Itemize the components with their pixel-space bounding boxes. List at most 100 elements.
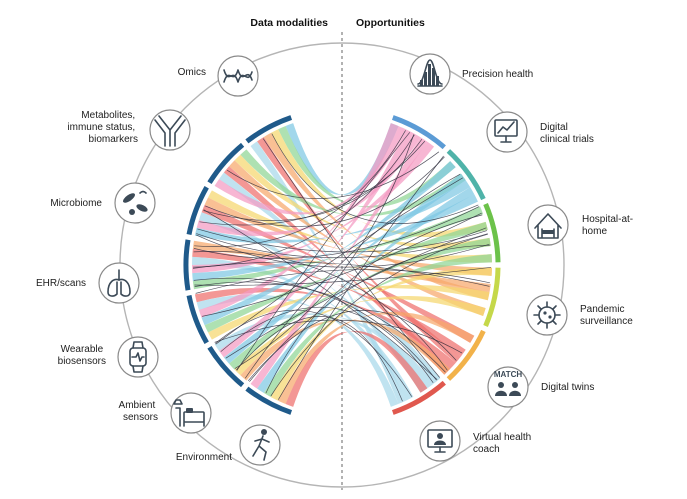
opportunity-arc-segment bbox=[446, 149, 486, 201]
modality-arc-segment bbox=[186, 186, 209, 236]
chord-line bbox=[220, 306, 434, 383]
label-metabolites: Metabolites, immune status, biomarkers bbox=[67, 110, 138, 145]
chord-band bbox=[223, 173, 466, 364]
virus-icon bbox=[533, 301, 561, 329]
chord-line bbox=[277, 155, 444, 400]
wearable-node-circle bbox=[117, 336, 159, 378]
label-twins: Digital twins bbox=[541, 382, 594, 393]
header-data-modalities: Data modalities bbox=[250, 17, 328, 29]
chord-band bbox=[278, 311, 475, 404]
monitor-chart-icon bbox=[494, 119, 518, 143]
modality-arcs bbox=[183, 115, 293, 415]
chord-line bbox=[193, 206, 480, 259]
chord-line bbox=[265, 214, 483, 394]
bed-lamp-icon bbox=[173, 399, 205, 427]
match-badge: MATCH bbox=[494, 370, 523, 379]
node-ehr: EHR/scans bbox=[36, 262, 140, 304]
chord-band bbox=[201, 161, 456, 326]
node-metabolites: Metabolites, immune status, biomarkers bbox=[67, 109, 191, 151]
node-coach: Virtual health coach bbox=[419, 420, 534, 462]
chord-line bbox=[196, 233, 488, 259]
node-pandemic: Pandemic surveillance bbox=[526, 294, 633, 336]
chord-band bbox=[250, 137, 428, 389]
chord-line bbox=[270, 233, 488, 397]
label-pandemic: Pandemic surveillance bbox=[580, 304, 633, 327]
node-hospital: Hospital-at- home bbox=[527, 204, 633, 246]
chord-band bbox=[250, 141, 407, 404]
label-microbiome: Microbiome bbox=[50, 198, 102, 209]
chord-line bbox=[194, 130, 406, 247]
label-precision: Precision health bbox=[462, 69, 533, 80]
node-precision: Precision health bbox=[409, 53, 533, 95]
chord-line bbox=[271, 133, 479, 224]
chord-line bbox=[193, 277, 437, 381]
opportunity-arc-segment bbox=[483, 203, 501, 263]
chord-lines bbox=[192, 130, 492, 402]
label-ehr: EHR/scans bbox=[36, 278, 86, 289]
node-twins: MATCH Digital twins bbox=[487, 366, 594, 408]
chord-line bbox=[194, 281, 446, 373]
modality-arc-segment bbox=[183, 239, 191, 291]
node-microbiome: Microbiome bbox=[50, 182, 156, 224]
chord-band bbox=[192, 194, 478, 282]
chord-line bbox=[226, 151, 440, 199]
chord-band bbox=[240, 149, 466, 217]
chord-line bbox=[262, 138, 440, 378]
opportunity-arc-segment bbox=[446, 329, 486, 381]
dna-icon bbox=[223, 69, 253, 83]
chord-line bbox=[192, 134, 415, 268]
node-environment: Environment bbox=[176, 424, 281, 466]
label-ambient: Ambient sensors bbox=[119, 400, 158, 423]
label-trials: Digital clinical trials bbox=[540, 122, 594, 145]
node-omics: Omics bbox=[178, 55, 259, 97]
chord-line bbox=[247, 310, 457, 382]
chord-line bbox=[215, 310, 413, 397]
label-omics: Omics bbox=[178, 67, 206, 78]
chord-line bbox=[203, 138, 423, 221]
chord-line bbox=[236, 132, 411, 371]
chord-line bbox=[234, 134, 415, 369]
chord-line bbox=[197, 228, 488, 253]
runner-icon bbox=[252, 429, 270, 461]
modality-arc-segment bbox=[207, 142, 245, 185]
label-coach: Virtual health coach bbox=[473, 432, 534, 455]
pandemic-node-circle bbox=[526, 294, 568, 336]
modality-arc-segment bbox=[207, 345, 245, 388]
omics-node-circle bbox=[217, 55, 259, 97]
modality-arc-segment bbox=[245, 386, 293, 415]
chord-band bbox=[204, 197, 492, 276]
opportunity-arcs bbox=[391, 115, 501, 415]
chord-line bbox=[215, 177, 463, 345]
chord-band bbox=[192, 206, 484, 290]
chord-band bbox=[196, 133, 421, 236]
chord-line bbox=[205, 156, 445, 227]
lungs-icon bbox=[107, 269, 131, 297]
modality-arc-segment bbox=[186, 294, 209, 344]
chord-band bbox=[234, 296, 486, 376]
chord-band bbox=[278, 126, 456, 208]
chord-band bbox=[285, 330, 428, 407]
chord-band bbox=[194, 287, 456, 369]
hospital-node-circle bbox=[527, 204, 569, 246]
antibody-icon bbox=[154, 115, 186, 147]
microbiome-node-circle bbox=[114, 182, 156, 224]
opportunity-arc-segment bbox=[391, 380, 446, 415]
chord-band bbox=[192, 240, 491, 293]
chord-band bbox=[208, 284, 490, 340]
modality-arc-segment bbox=[245, 115, 293, 144]
chord-line bbox=[202, 212, 482, 317]
chord-line bbox=[195, 234, 490, 268]
chord-line bbox=[195, 269, 490, 294]
smartwatch-icon bbox=[129, 341, 147, 373]
node-ambient: Ambient sensors bbox=[119, 392, 212, 434]
trials-node-circle bbox=[486, 111, 528, 153]
house-bed-icon bbox=[534, 213, 562, 239]
chord-band bbox=[229, 160, 486, 316]
label-wearable: Wearable biosensors bbox=[58, 344, 106, 367]
match-people-icon bbox=[495, 382, 521, 396]
ehr-node-circle bbox=[98, 262, 140, 304]
chord-band bbox=[201, 204, 475, 343]
bacteria-icon bbox=[123, 190, 148, 215]
node-wearable: Wearable biosensors bbox=[58, 336, 159, 378]
